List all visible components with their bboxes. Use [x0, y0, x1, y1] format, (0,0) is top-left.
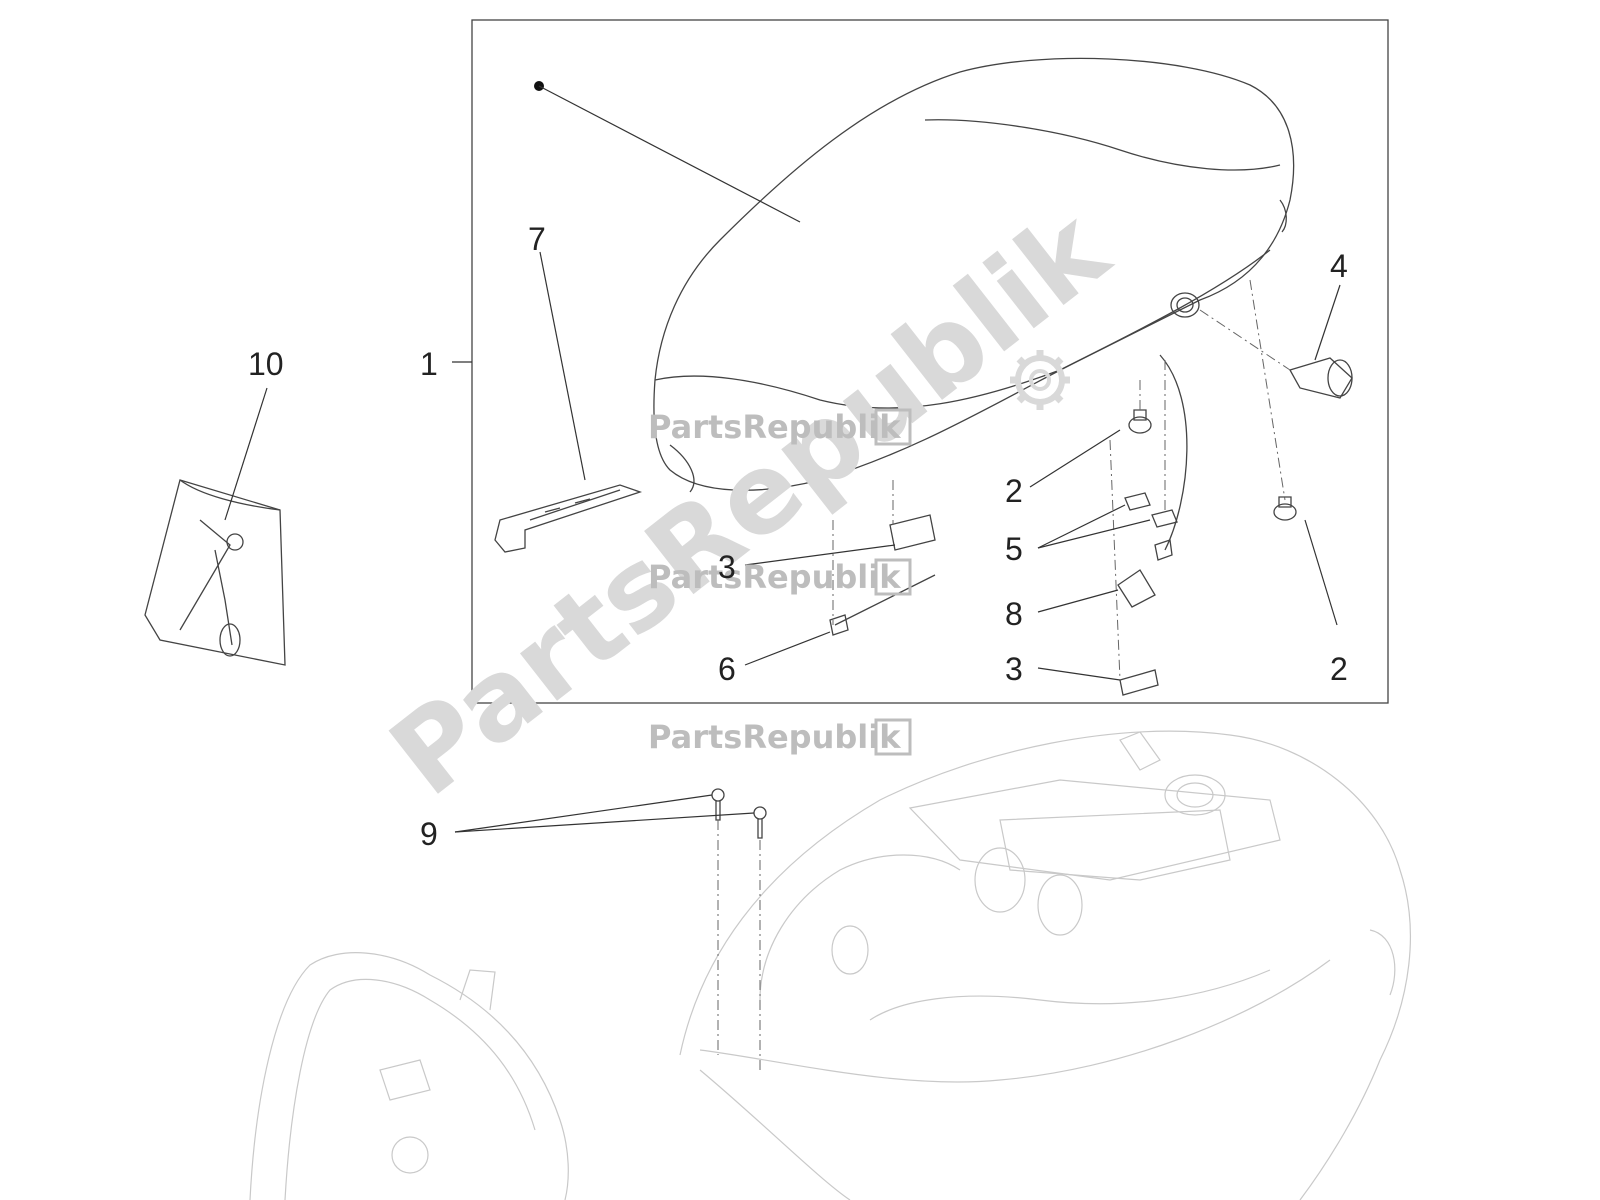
- part-3-plate-b: [1119, 669, 1159, 696]
- watermark-brand-3: PartsRepublik: [648, 718, 912, 756]
- callout-5: 5: [1005, 531, 1023, 567]
- seat-part: [653, 57, 1295, 493]
- callout-4: 4: [1330, 248, 1348, 284]
- part-2-buffer-a: [1128, 409, 1152, 434]
- callout-7: 7: [528, 221, 546, 257]
- part-8-switch: [1117, 354, 1188, 608]
- svg-text:PartsRepublik: PartsRepublik: [648, 718, 901, 756]
- gear-icon: [1010, 350, 1070, 410]
- part-2-buffer-b: [1273, 496, 1297, 521]
- part-6-cable-tie: [829, 574, 936, 636]
- part-4-lock: [1289, 357, 1353, 399]
- callout-8: 8: [1005, 596, 1023, 632]
- watermark-brand-1: PartsRepublik: [648, 408, 912, 446]
- watermark-brand-2: PartsRepublik: [648, 558, 912, 596]
- callout-3-left: 3: [718, 549, 736, 585]
- scooter-body-outline: [249, 730, 1411, 1200]
- callout-6: 6: [718, 651, 736, 687]
- part-10-tool-kit: [144, 479, 286, 666]
- callout-3-right: 3: [1005, 651, 1023, 687]
- part-7-strap: [494, 484, 643, 553]
- callout-1: 1: [420, 346, 438, 382]
- part-5-clips: [1124, 492, 1178, 528]
- part-3-plate-a: [889, 514, 936, 551]
- callout-2-right: 2: [1330, 651, 1348, 687]
- callout-2-top: 2: [1005, 473, 1023, 509]
- callout-10: 10: [248, 346, 284, 382]
- svg-text:PartsRepublik: PartsRepublik: [648, 558, 901, 596]
- svg-text:PartsRepublik: PartsRepublik: [648, 408, 901, 446]
- callout-9: 9: [420, 816, 438, 852]
